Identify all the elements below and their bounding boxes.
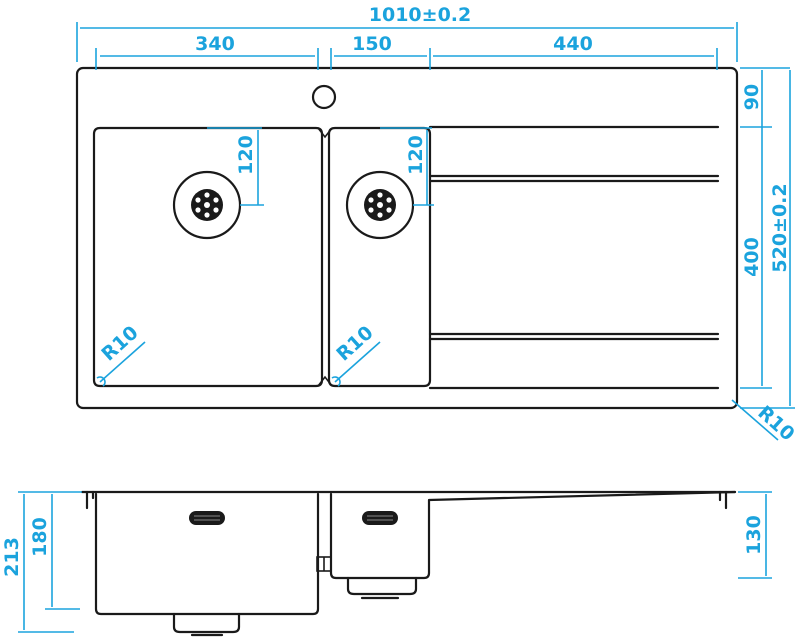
dimensions-side: 213 180 130 — [1, 491, 772, 633]
drainer-ridges — [428, 125, 720, 390]
side-left-waste — [172, 612, 241, 634]
left-flange — [85, 490, 95, 510]
dim-overall-depth: 520±0.2 — [769, 183, 791, 272]
side-right-waste — [346, 576, 418, 596]
dim-overall-width: 1010±0.2 — [369, 4, 471, 26]
top-view — [75, 66, 739, 410]
overflow-right-icon — [362, 511, 398, 525]
dim-left-drain-offset: 120 — [235, 135, 257, 175]
dim-drainer-width: 440 — [553, 33, 593, 55]
overflow-left-icon — [189, 511, 225, 525]
drain-right-icon — [345, 170, 415, 240]
dim-left-bowl-width: 340 — [195, 33, 235, 55]
tap-hole-icon — [311, 84, 337, 110]
dimensions-top: 1010±0.2 340 150 440 90 400 520±0.2 120 … — [76, 4, 799, 445]
dim-right-bowl-depth: 130 — [743, 515, 765, 555]
dim-right-drain-offset: 120 — [405, 135, 427, 175]
dim-right-bowl-width: 150 — [352, 33, 392, 55]
dim-left-bowl-radius: R10 — [97, 322, 142, 366]
side-view — [80, 490, 737, 637]
dim-right-bowl-radius: R10 — [332, 322, 377, 366]
left-bowl — [92, 126, 324, 388]
sink-outline — [75, 66, 739, 410]
side-right-bowl — [329, 490, 737, 580]
drain-left-icon — [172, 170, 242, 240]
dim-total-height: 213 — [1, 537, 23, 577]
dim-top-margin: 90 — [741, 84, 763, 110]
right-bowl — [327, 126, 432, 388]
right-flange — [718, 490, 728, 510]
dim-inner-depth: 400 — [741, 237, 763, 277]
dim-left-bowl-depth: 180 — [29, 517, 51, 557]
side-left-bowl — [94, 492, 320, 616]
